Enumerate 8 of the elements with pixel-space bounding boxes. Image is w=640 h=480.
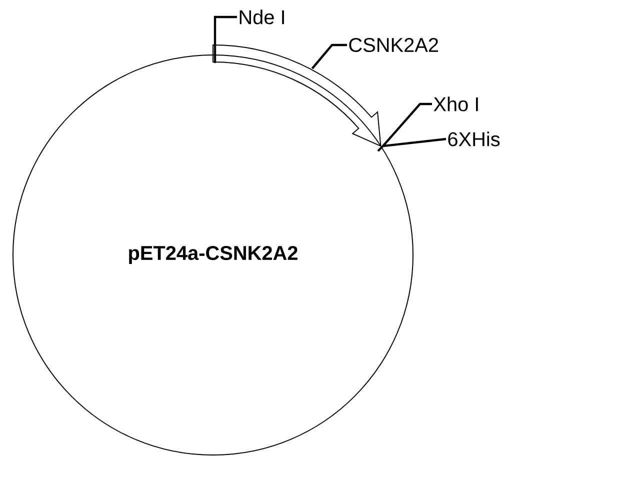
site-label: Xho I (434, 96, 478, 112)
site-label: Nde I (240, 10, 284, 24)
leader-line (377, 138, 446, 152)
leader-line (311, 44, 347, 70)
site-label: CSNK2A2 (349, 38, 438, 52)
leader-line (382, 102, 432, 147)
site-label: 6XHis (448, 132, 500, 146)
leader-line (214, 16, 237, 63)
